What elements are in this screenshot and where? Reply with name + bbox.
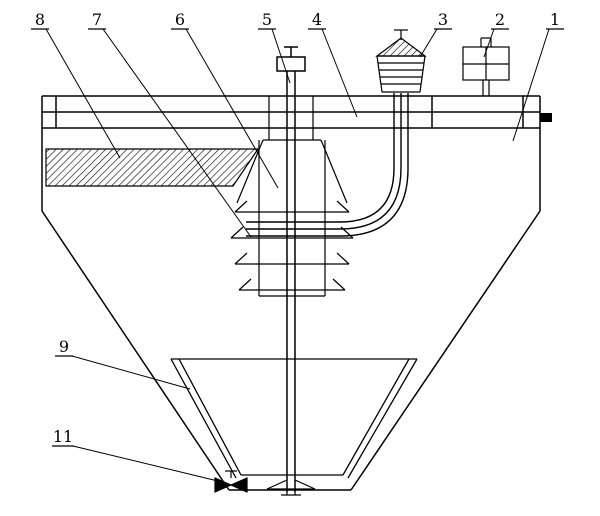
feedwell bbox=[230, 139, 354, 297]
callout-label-5: 5 bbox=[262, 10, 272, 29]
callout-label-3: 3 bbox=[438, 10, 448, 29]
tank-rim bbox=[41, 95, 541, 129]
callout-label-6: 6 bbox=[175, 10, 185, 29]
inclined-plate-pack bbox=[45, 148, 260, 187]
distributor-plates bbox=[230, 200, 354, 291]
inner-cone bbox=[170, 358, 418, 479]
rake-scraper bbox=[266, 479, 316, 496]
label-underlines bbox=[31, 28, 564, 447]
callout-label-4: 4 bbox=[312, 10, 322, 29]
callout-label-9: 9 bbox=[59, 337, 69, 356]
central-shaft bbox=[276, 46, 306, 492]
callout-label-7: 7 bbox=[92, 10, 102, 29]
callout-label-2: 2 bbox=[495, 10, 505, 29]
callout-label-11: 11 bbox=[53, 427, 73, 446]
callout-label-8: 8 bbox=[35, 10, 45, 29]
feed-distributor-device bbox=[375, 29, 427, 93]
overflow-outlet bbox=[540, 113, 552, 122]
leader-lines bbox=[45, 28, 550, 483]
callout-labels: 8 7 6 5 4 3 2 1 9 11 bbox=[35, 10, 560, 446]
feed-pipe bbox=[246, 93, 409, 237]
callout-label-1: 1 bbox=[550, 10, 560, 29]
shaft-support-housing bbox=[268, 96, 314, 140]
tank-shell bbox=[41, 128, 541, 491]
